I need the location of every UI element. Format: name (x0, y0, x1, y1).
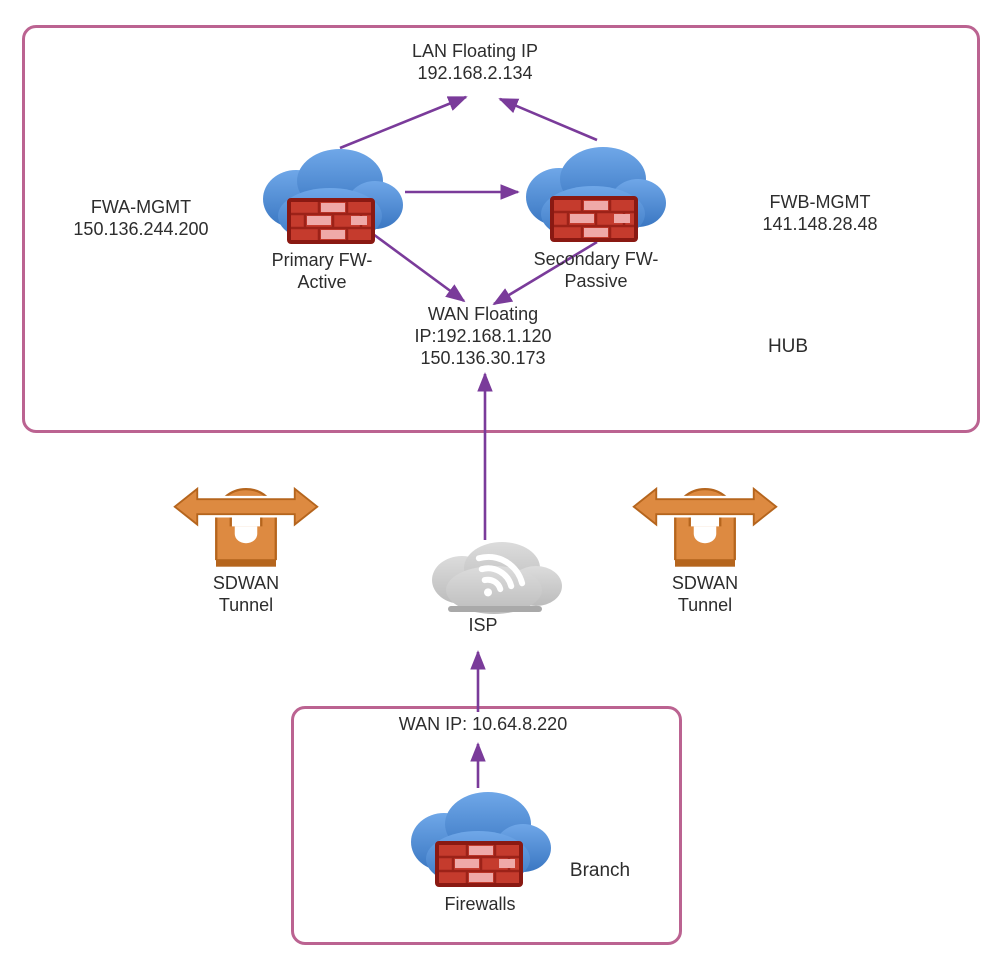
secondary-fw-label: Secondary FW- Passive (533, 249, 659, 291)
wifi-signal-icon (475, 553, 526, 597)
branch-label: Branch (569, 860, 631, 881)
hub-boundary-box (22, 25, 980, 433)
isp-label: ISP (468, 615, 498, 635)
primary-firewall-cloud-icon (263, 149, 403, 244)
firewall-brick-icon (550, 196, 638, 242)
wan-floating-ip-label: WAN Floating IP:192.168.1.120 150.136.30… (414, 304, 552, 368)
isp-cloud-icon (432, 542, 562, 614)
sdwan-tunnel-left-icon (171, 482, 321, 567)
secondary-firewall-cloud-icon (526, 147, 666, 242)
sdwan-tunnel-right-label: SDWAN Tunnel (671, 573, 739, 615)
hub-label: HUB (767, 336, 809, 357)
firewall-brick-icon (435, 841, 523, 887)
fwa-mgmt-label: FWA-MGMT 150.136.244.200 (73, 197, 209, 239)
branch-firewall-cloud-icon (411, 792, 551, 887)
lan-floating-ip-label: LAN Floating IP 192.168.2.134 (411, 41, 539, 83)
branch-firewalls-label: Firewalls (444, 894, 516, 914)
sdwan-tunnel-right-icon (630, 482, 780, 567)
sdwan-tunnel-left-label: SDWAN Tunnel (212, 573, 280, 615)
branch-wan-ip-label: WAN IP: 10.64.8.220 (398, 714, 568, 734)
primary-fw-label: Primary FW- Active (271, 250, 373, 292)
fwb-mgmt-label: FWB-MGMT 141.148.28.48 (762, 192, 878, 234)
firewall-brick-icon (287, 198, 375, 244)
branch-boundary-box (291, 706, 682, 945)
